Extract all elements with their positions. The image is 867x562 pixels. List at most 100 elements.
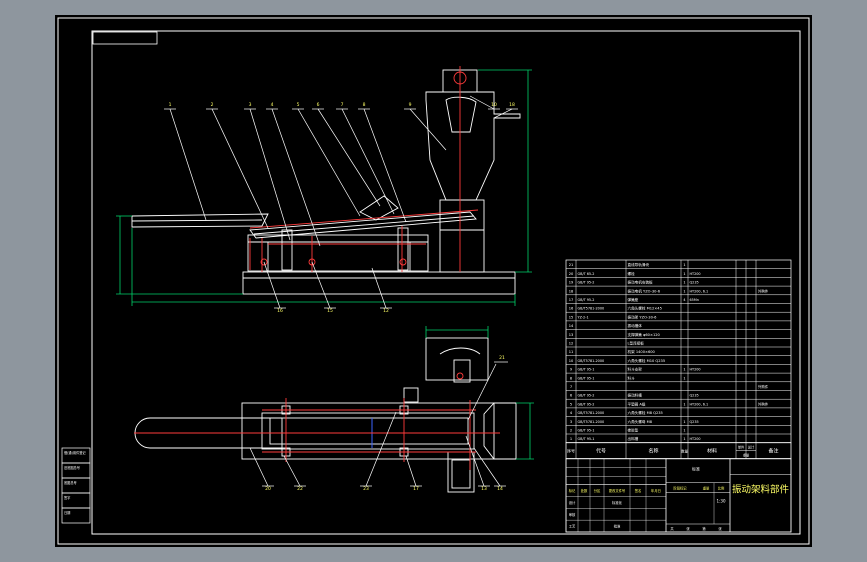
bom-name: 六角头螺栓 M10 Q235 bbox=[628, 358, 666, 363]
balloon-2: 2 bbox=[211, 102, 214, 108]
bom-no: 3 bbox=[570, 420, 572, 424]
chute-plan bbox=[134, 417, 283, 449]
title-block-frame bbox=[565, 458, 792, 533]
balloon-6: 6 bbox=[317, 102, 320, 108]
vibration-motor bbox=[359, 195, 399, 221]
bom-no: 12 bbox=[569, 342, 574, 346]
base-frame bbox=[242, 271, 516, 295]
trough-edge bbox=[253, 215, 475, 235]
header-unit-weight: 单件 bbox=[738, 445, 745, 450]
sheet-cell: 张 bbox=[718, 526, 722, 531]
left-block-label: 底图总号 bbox=[64, 480, 77, 485]
leader-line bbox=[211, 108, 269, 229]
balloon-10: 10 bbox=[491, 102, 497, 108]
stage-cell: 比例 bbox=[718, 486, 725, 491]
bom-no: 15 bbox=[569, 315, 574, 319]
leader-line bbox=[271, 108, 321, 247]
leader-line bbox=[371, 267, 387, 309]
balloon-14: 14 bbox=[497, 486, 503, 492]
leader-line bbox=[297, 108, 361, 217]
sig-cell: 更改文件号 bbox=[609, 488, 626, 493]
bom-code: GB/T5781-2000 bbox=[578, 420, 605, 424]
header-seq: 序号 bbox=[567, 448, 575, 454]
bom-no: 18 bbox=[569, 289, 574, 293]
header-code: 代号 bbox=[596, 448, 606, 455]
balloon-16: 16 bbox=[277, 308, 283, 314]
bom-name: 六角头螺栓 M12×45 bbox=[628, 306, 662, 311]
bom-name: 振动料槽 bbox=[628, 393, 643, 398]
bom-qty: 1 bbox=[683, 272, 685, 276]
center-lines-front bbox=[249, 66, 479, 272]
sheet-cell: 张 bbox=[686, 526, 690, 531]
bom-name: 支撑弹簧 φ60×120 bbox=[628, 332, 661, 337]
bom-code: GB/T 65-2 bbox=[578, 272, 595, 276]
stage-cell: 重量 bbox=[703, 486, 710, 491]
bom-qty: 1 bbox=[683, 437, 685, 441]
leader-line bbox=[465, 435, 485, 487]
corner-label-box bbox=[92, 31, 158, 45]
bom-name: 料斗 bbox=[628, 375, 636, 380]
sig-cell: 工艺 bbox=[569, 524, 576, 529]
leader-line bbox=[493, 108, 513, 119]
hopper-side-neck bbox=[453, 359, 471, 383]
bom-no: 21 bbox=[569, 263, 574, 267]
trough-plan bbox=[269, 417, 469, 445]
motor-base-inner bbox=[451, 459, 471, 489]
bom-material: 65Mn bbox=[690, 298, 699, 302]
leader-line bbox=[169, 108, 207, 221]
bom-material: Q235 bbox=[690, 420, 699, 424]
bom-no: 11 bbox=[569, 350, 574, 354]
spring-seat-right bbox=[397, 227, 409, 271]
bom-code: GB/T 95-1 bbox=[578, 429, 595, 433]
header-remark: 备注 bbox=[768, 448, 778, 455]
sig-cell: 标准化 bbox=[612, 500, 623, 505]
bom-code: GB/T 95-2 bbox=[578, 394, 595, 398]
balloon-15: 15 bbox=[327, 308, 333, 314]
bom-no: 16 bbox=[569, 307, 574, 311]
chute-lip bbox=[131, 219, 263, 222]
leader-line bbox=[317, 108, 381, 207]
balloon-1: 1 bbox=[169, 102, 172, 108]
bom-no: 17 bbox=[569, 298, 574, 302]
leader-line bbox=[249, 108, 291, 241]
bom-qty: 1 bbox=[683, 289, 685, 293]
support-frame bbox=[247, 234, 429, 272]
balloon-22: 22 bbox=[297, 486, 303, 492]
inner-frame bbox=[91, 30, 801, 535]
bom-remark: 外购件 bbox=[758, 384, 769, 389]
bom-name: 直线导轨滑块 bbox=[628, 262, 650, 267]
balloon-17: 17 bbox=[413, 486, 419, 492]
front-elevation-view bbox=[131, 69, 521, 295]
sig-cell: 批准 bbox=[614, 524, 621, 529]
sig-cell: 处数 bbox=[581, 488, 588, 493]
bom-no: 19 bbox=[569, 281, 574, 285]
sig-cell: 标记 bbox=[569, 488, 576, 493]
bom-no: 4 bbox=[570, 411, 573, 415]
bom-name: 振动架 YZO-30-6 bbox=[628, 314, 658, 319]
bom-code: YZ-2-1 bbox=[578, 315, 589, 319]
hopper-stand bbox=[439, 199, 485, 273]
bom-code: GB/T 95-1 bbox=[578, 368, 595, 372]
bom-material: HT200, 6.1 bbox=[690, 289, 709, 293]
hopper-inner bbox=[445, 96, 477, 133]
bom-code: GB/T 95-2 bbox=[578, 402, 595, 406]
bom-qty: 1 bbox=[683, 420, 685, 424]
leader-line bbox=[473, 447, 501, 487]
bom-no: 10 bbox=[569, 359, 574, 363]
sig-cell: 审核 bbox=[569, 512, 576, 517]
hopper-body bbox=[425, 91, 521, 201]
leader-line bbox=[467, 363, 497, 421]
left-block-cell bbox=[61, 507, 91, 524]
bom-no: 13 bbox=[569, 333, 574, 337]
header-qty: 数量 bbox=[681, 449, 688, 454]
bom-no: 2 bbox=[570, 429, 572, 433]
bom-material: HT200 bbox=[690, 368, 701, 372]
leader-line bbox=[341, 108, 395, 215]
balloon-20: 20 bbox=[265, 486, 271, 492]
bom-code: GB/T5781-2000 bbox=[578, 307, 605, 311]
frame-plan-outer bbox=[241, 402, 495, 460]
leader-line bbox=[311, 261, 331, 309]
balloon-12: 12 bbox=[383, 308, 389, 314]
